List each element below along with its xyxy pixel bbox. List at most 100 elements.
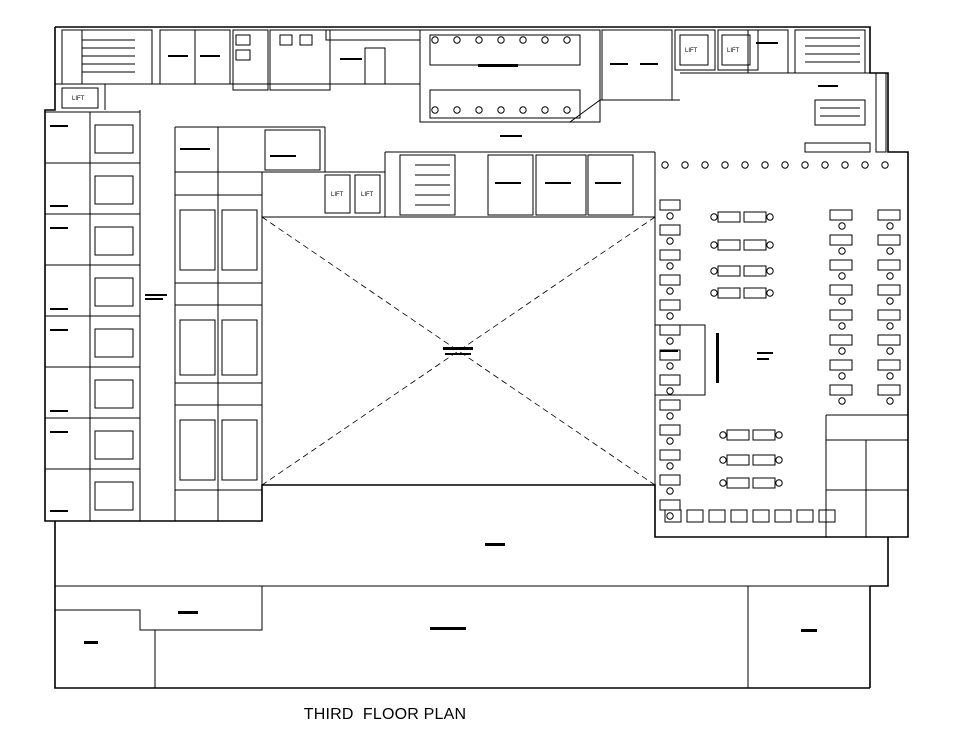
chair [801, 161, 809, 169]
central-core: LIFT LIFT [324, 34, 634, 216]
top-lifts: LIFT LIFT [679, 34, 751, 66]
table [877, 234, 901, 246]
table [829, 209, 853, 221]
lift-label: LIFT [331, 192, 344, 198]
chair [775, 431, 783, 439]
table [752, 477, 776, 489]
chair [886, 247, 894, 255]
table [829, 284, 853, 296]
chair [821, 161, 829, 169]
chair [766, 241, 774, 249]
chair [431, 106, 439, 114]
table [686, 509, 704, 523]
chair [666, 312, 674, 320]
table [659, 249, 681, 261]
chair [775, 456, 783, 464]
chair [886, 322, 894, 330]
chair [475, 106, 483, 114]
chair [563, 106, 571, 114]
chair [886, 397, 894, 405]
table [659, 199, 681, 211]
chair [701, 161, 709, 169]
top-rooms [61, 29, 887, 153]
lift-label: LIFT [72, 96, 85, 102]
chair [710, 289, 718, 297]
table [664, 509, 682, 523]
table [659, 324, 681, 336]
table [877, 384, 901, 396]
chair [766, 267, 774, 275]
chair [666, 487, 674, 495]
table [659, 374, 681, 386]
chair [541, 106, 549, 114]
chair [719, 456, 727, 464]
chair [519, 36, 527, 44]
table [829, 309, 853, 321]
chair [475, 36, 483, 44]
chair [666, 387, 674, 395]
table [726, 429, 750, 441]
chair [710, 241, 718, 249]
table [659, 349, 681, 361]
chair [719, 431, 727, 439]
chair [886, 372, 894, 380]
chair [666, 462, 674, 470]
left-guest-rooms [45, 111, 167, 521]
chair [838, 397, 846, 405]
table [743, 239, 767, 251]
table [730, 509, 748, 523]
table [726, 454, 750, 466]
chair [886, 347, 894, 355]
table [829, 359, 853, 371]
lift-top-left: LIFT [61, 87, 99, 109]
table [717, 287, 741, 299]
lift-label: LIFT [727, 48, 740, 54]
table [829, 334, 853, 346]
chair [453, 36, 461, 44]
chair [661, 161, 669, 169]
chair [666, 337, 674, 345]
chair [666, 412, 674, 420]
table [717, 265, 741, 277]
table [818, 509, 836, 523]
plan-title: THIRD FLOOR PLAN [303, 706, 467, 723]
chair [666, 262, 674, 270]
chair [497, 36, 505, 44]
chair [741, 161, 749, 169]
table [877, 284, 901, 296]
table [726, 477, 750, 489]
chair [453, 106, 461, 114]
chair [766, 289, 774, 297]
table [743, 211, 767, 223]
table [829, 234, 853, 246]
table [877, 309, 901, 321]
chair [886, 272, 894, 280]
right-dining-hall [654, 217, 908, 537]
table [659, 424, 681, 436]
table [659, 474, 681, 486]
table [743, 287, 767, 299]
table [717, 211, 741, 223]
chair [666, 437, 674, 445]
chair [775, 479, 783, 487]
chair [861, 161, 869, 169]
terrace-outline [54, 521, 889, 689]
chair [431, 36, 439, 44]
table [752, 509, 770, 523]
table [829, 259, 853, 271]
table [774, 509, 792, 523]
table [708, 509, 726, 523]
middle-left-rooms [175, 127, 321, 521]
table [752, 454, 776, 466]
chair [710, 213, 718, 221]
chair [838, 322, 846, 330]
chair [666, 212, 674, 220]
chair [666, 362, 674, 370]
building-outline [44, 26, 909, 538]
chair [838, 247, 846, 255]
table [877, 359, 901, 371]
table [717, 239, 741, 251]
table [659, 224, 681, 236]
dining-chairs [431, 36, 894, 520]
